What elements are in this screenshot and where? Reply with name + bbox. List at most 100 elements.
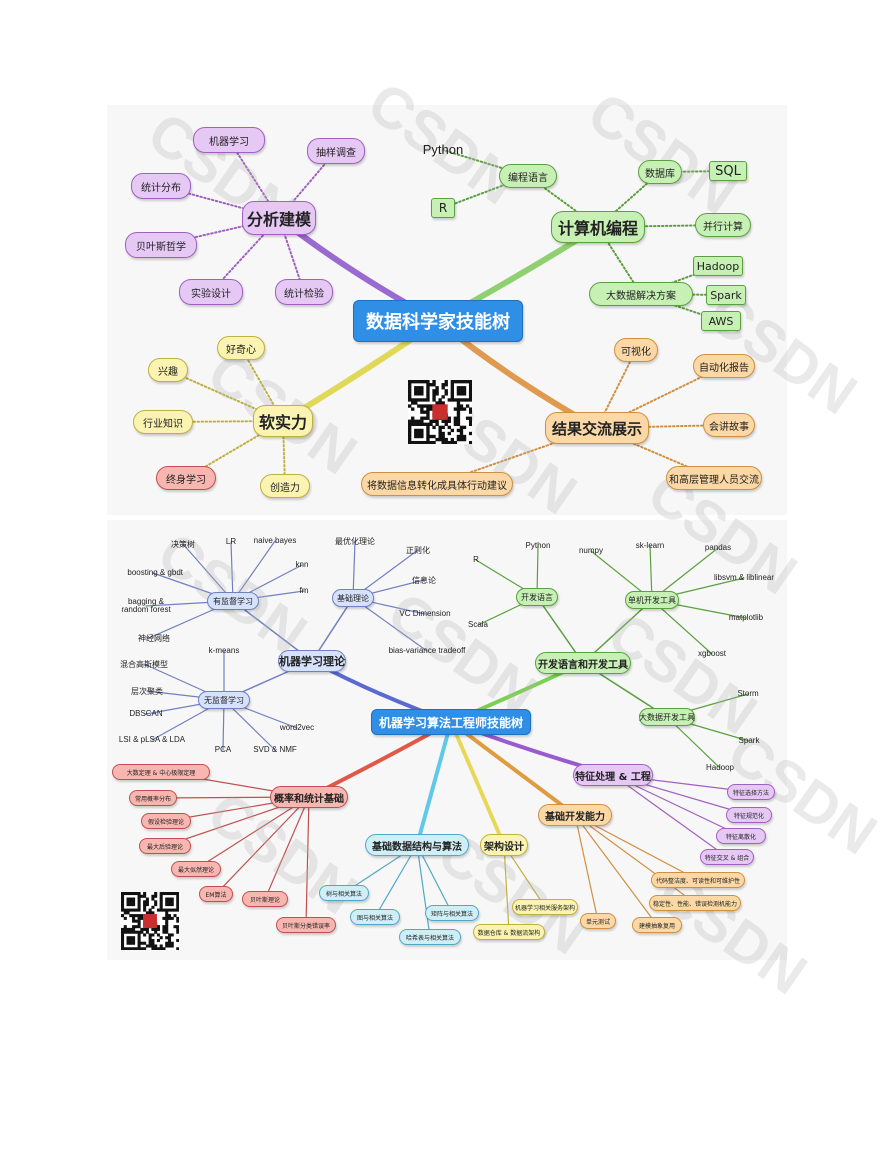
unsupervised-leaf: PCA (214, 745, 232, 755)
supervised-leaf: LR (225, 537, 237, 547)
branch-soft-skills: 软实力 (253, 405, 313, 437)
result-leaf: 和高层管理人员交流 (666, 466, 762, 490)
data-structure-leaf: 矩阵与相关算法 (425, 905, 479, 921)
basic-theory-leaf: VC Dimension (399, 609, 451, 619)
analysis-leaf: 统计检验 (275, 279, 333, 305)
unsupervised-learning-node: 无监督学习 (198, 691, 250, 709)
feature-leaf: 特征规范化 (726, 807, 772, 823)
soft-skill-leaf: 创造力 (260, 474, 310, 498)
connector (215, 796, 310, 895)
supervised-learning-node: 有监督学习 (207, 592, 259, 610)
bigdata-tools-node: 大数据开发工具 (639, 708, 695, 726)
branch-basic-dev-ability: 基础开发能力 (538, 804, 612, 826)
feature-leaf: 特征选择方法 (727, 784, 775, 800)
bigdata-spark: Spark (706, 285, 746, 305)
supervised-leaf: naive bayes (253, 536, 297, 546)
basic-dev-leaf: 代码整洁度、可读性和可维护性 (651, 872, 745, 888)
statistics-leaf: 最大似然理论 (171, 861, 221, 877)
architecture-leaf: 机器学习相关服务架构 (512, 899, 578, 915)
root-ml-engineer-skill-tree: 机器学习算法工程师技能树 (371, 709, 531, 735)
unsupervised-leaf: SVD & NMF (253, 745, 297, 755)
single-tool-leaf: sk-learn (635, 541, 665, 551)
bigdata-hadoop: Hadoop (693, 256, 743, 276)
unsupervised-leaf: k-means (208, 646, 240, 656)
bigdata-tool-leaf: Hadoop (705, 763, 735, 773)
feature-leaf: 特征离散化 (716, 828, 766, 844)
soft-skill-leaf: 终身学习 (156, 466, 216, 490)
connector (305, 796, 310, 926)
basic-theory-leaf: 信息论 (412, 576, 436, 586)
branch-ml-theory: 机器学习理论 (278, 650, 346, 672)
qr-code-top (408, 380, 473, 445)
single-tool-leaf: matplotlib (728, 613, 764, 623)
supervised-leaf: 决策树 (171, 540, 195, 550)
connector (503, 844, 510, 933)
architecture-leaf: 数据仓库 & 数据流架构 (473, 924, 545, 940)
data-structure-leaf: 哈希表与相关算法 (399, 929, 461, 945)
unsupervised-leaf: word2vec (279, 723, 315, 733)
single-tool-leaf: pandas (704, 543, 732, 553)
branch-data-structures-algorithms: 基础数据结构与算法 (365, 834, 469, 856)
unsupervised-leaf: 层次聚类 (131, 687, 163, 697)
analysis-leaf: 贝叶斯哲学 (125, 232, 197, 258)
connector (449, 720, 506, 847)
statistics-leaf: 大数定理 & 中心极限定理 (112, 764, 210, 780)
statistics-leaf: 常用概率分布 (129, 790, 177, 806)
supervised-leaf: knn (295, 560, 309, 570)
analysis-leaf: 抽样调查 (307, 138, 365, 164)
branch-feature-engineering: 特征处理 & 工程 (573, 764, 653, 786)
qr-code-bottom (121, 892, 180, 951)
bigdata-tool-leaf: Storm (737, 689, 759, 699)
dev-language-leaf: R (473, 555, 479, 565)
branch-result-communication: 结果交流展示 (545, 412, 649, 444)
statistics-leaf: 假设检验理论 (141, 813, 191, 829)
unsupervised-leaf: 混合高斯模型 (120, 660, 168, 670)
result-leaf: 会讲故事 (703, 413, 755, 437)
supervised-leaf: fm (299, 586, 309, 596)
dev-language-leaf: Python (525, 541, 551, 551)
connector (574, 814, 658, 926)
language-python: Python (422, 142, 464, 158)
dev-language-leaf: Scala (467, 620, 488, 630)
basic-dev-leaf: 单元测试 (580, 913, 616, 929)
single-tool-leaf: xgboost (697, 649, 727, 659)
branch-probability-statistics: 概率和统计基础 (270, 786, 348, 808)
result-leaf: 可视化 (614, 338, 658, 362)
result-leaf: 自动化报告 (693, 354, 755, 378)
branch-architecture-design: 架构设计 (480, 834, 528, 856)
statistics-leaf: 最大后验理论 (139, 838, 191, 854)
language-r: R (431, 198, 455, 218)
soft-skill-leaf: 行业知识 (133, 410, 193, 434)
supervised-leaf: 神经网络 (138, 634, 170, 644)
connector (415, 720, 453, 847)
bigdata-aws: AWS (701, 311, 741, 331)
branch-analysis-modeling: 分析建模 (242, 201, 316, 235)
bigdata-tool-leaf: Spark (738, 736, 760, 746)
single-machine-tools-node: 单机开发工具 (625, 591, 679, 609)
branch-programming: 计算机编程 (551, 211, 645, 243)
basic-dev-leaf: 稳定性、性能、错误检测机能力 (649, 895, 741, 911)
dev-language-node: 开发语言 (516, 588, 558, 606)
programming-language-node: 编程语言 (499, 164, 557, 188)
database-sql: SQL (709, 161, 747, 181)
statistics-leaf: 贝叶斯理论 (242, 891, 288, 907)
parallel-computing-node: 并行计算 (695, 213, 751, 237)
analysis-leaf: 统计分布 (131, 173, 191, 199)
soft-skill-leaf: 好奇心 (217, 336, 265, 360)
basic-dev-leaf: 建模抽象复用 (632, 917, 682, 933)
data-structure-leaf: 图与相关算法 (350, 909, 400, 925)
result-leaf: 将数据信息转化成具体行动建议 (361, 472, 513, 496)
statistics-leaf: 贝叶斯分类错误率 (276, 917, 336, 933)
basic-theory-leaf: 正则化 (406, 546, 430, 556)
database-node: 数据库 (638, 160, 682, 184)
statistics-leaf: EM算法 (199, 886, 233, 902)
analysis-leaf: 实验设计 (179, 279, 243, 305)
unsupervised-leaf: DBSCAN (129, 709, 163, 719)
analysis-leaf: 机器学习 (193, 127, 265, 153)
supervised-leaf: bagging & random forest (121, 597, 171, 615)
big-data-solution-node: 大数据解决方案 (589, 282, 693, 306)
basic-theory-leaf: bias-variance tradeoff (388, 646, 466, 656)
unsupervised-leaf: LSI & pLSA & LDA (118, 735, 186, 745)
supervised-leaf: boosting & gbdt (127, 568, 183, 578)
